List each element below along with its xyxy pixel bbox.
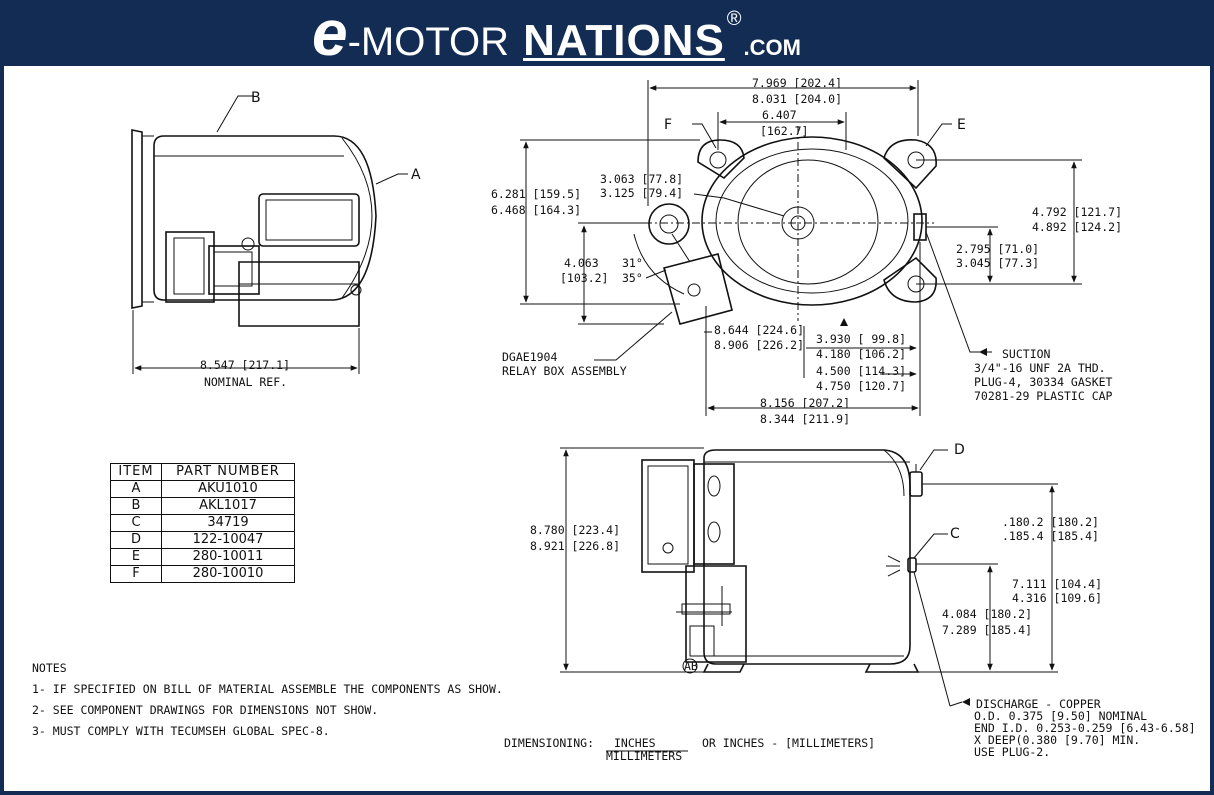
- front-low-2: 7.289 [185.4]: [942, 623, 1032, 637]
- suction-line-3: PLUG-4, 30334 GASKET: [974, 375, 1113, 389]
- suction-offset-1: 2.795 [71.0]: [956, 242, 1039, 256]
- dim-nominal-ref: NOMINAL REF.: [204, 375, 287, 389]
- angle-31: 31°: [622, 256, 643, 270]
- item-cell: A: [110, 480, 162, 498]
- notes-block: NOTES 1- IF SPECIFIED ON BILL OF MATERIA…: [32, 658, 503, 742]
- dimensioning-label: DIMENSIONING:: [504, 736, 594, 750]
- item-cell: B: [110, 497, 162, 515]
- top-height-2: 6.468 [164.3]: [491, 203, 581, 217]
- front-top-2: .185.4 [185.4]: [1002, 529, 1099, 543]
- top-mount-1: 6.407: [762, 108, 797, 122]
- side-view: [131, 95, 408, 374]
- label-e: E: [957, 117, 966, 133]
- relay-name-1: DGAE1904: [502, 350, 557, 364]
- relay-height-2: [103.2]: [560, 271, 608, 285]
- note-item: 1- IF SPECIFIED ON BILL OF MATERIAL ASSE…: [32, 682, 503, 696]
- part-cell: 280-10011: [161, 548, 295, 566]
- top-d-2: 4.750 [120.7]: [816, 379, 906, 393]
- technical-drawing: B A 8.547 [217.1] NOMINAL REF.: [131, 76, 1196, 763]
- label-a: A: [411, 167, 421, 183]
- top-r-2: 8.906 [226.2]: [714, 338, 804, 352]
- logo-nations: NATIONS: [523, 16, 725, 65]
- logo-motor: -MOTOR: [347, 20, 510, 64]
- top-w-2: 8.344 [211.9]: [760, 412, 850, 426]
- dimensioning-alt: OR INCHES - [MILLIMETERS]: [702, 736, 875, 750]
- header-item: ITEM: [110, 463, 162, 481]
- discharge-line-4: X DEEP(0.380 [9.70] MIN.: [974, 733, 1140, 747]
- top-overall-1: 7.969 [202.4]: [752, 76, 842, 90]
- suction-line-4: 70281-29 PLASTIC CAP: [974, 389, 1113, 403]
- label-c: C: [950, 526, 960, 542]
- relay-name-2: RELAY BOX ASSEMBLY: [502, 364, 627, 378]
- top-c-2: 4.180 [106.2]: [816, 347, 906, 361]
- top-overall-2: 8.031 [204.0]: [752, 92, 842, 106]
- top-tc-2: 3.125 [79.4]: [600, 186, 683, 200]
- front-view: [560, 447, 1058, 707]
- item-cell: D: [110, 531, 162, 549]
- suction-offset-2: 3.045 [77.3]: [956, 256, 1039, 270]
- header-part-number: PART NUMBER: [161, 463, 295, 481]
- front-top-1: .180.2 [180.2]: [1002, 515, 1099, 529]
- label-b: B: [251, 90, 261, 106]
- note-item: 3- MUST COMPLY WITH TECUMSEH GLOBAL SPEC…: [32, 724, 330, 738]
- top-right-2: 4.892 [124.2]: [1032, 220, 1122, 234]
- discharge-line-3: END I.D. 0.253-0.259 [6.43-6.58]: [974, 721, 1196, 735]
- dimensioning-mm: MILLIMETERS: [606, 749, 682, 763]
- note-item: 2- SEE COMPONENT DRAWINGS FOR DIMENSIONS…: [32, 703, 379, 717]
- notes-title: NOTES: [32, 661, 67, 675]
- top-r-1: 8.644 [224.6]: [714, 323, 804, 337]
- parts-table-header: ITEM PART NUMBER: [110, 463, 295, 481]
- top-height-1: 6.281 [159.5]: [491, 187, 581, 201]
- part-cell: AKL1017: [161, 497, 295, 515]
- item-cell: F: [110, 565, 162, 583]
- part-cell: AKU1010: [161, 480, 295, 498]
- item-cell: E: [110, 548, 162, 566]
- item-cell: C: [110, 514, 162, 532]
- front-right-1: 7.111 [104.4]: [1012, 577, 1102, 591]
- top-right-1: 4.792 [121.7]: [1032, 205, 1122, 219]
- front-height-1: 8.780 [223.4]: [530, 523, 620, 537]
- discharge-line-1: DISCHARGE - COPPER: [976, 697, 1101, 711]
- top-d-1: 4.500 [114.3]: [816, 364, 906, 378]
- front-right-2: 4.316 [109.6]: [1012, 591, 1102, 605]
- logo-registered: ®: [726, 8, 742, 30]
- discharge-line-5: USE PLUG-2.: [974, 745, 1050, 759]
- top-tc-1: 3.063 [77.8]: [600, 172, 683, 186]
- suction-line-2: 3/4"-16 UNF 2A THD.: [974, 361, 1106, 375]
- brand-header: e -MOTOR NATIONS ® .COM: [0, 0, 1214, 66]
- part-cell: 34719: [161, 514, 295, 532]
- logo-com: .COM: [743, 35, 801, 60]
- ab-mark: AB: [684, 659, 698, 673]
- logo-e: e: [312, 0, 348, 69]
- angle-35: 35°: [622, 271, 643, 285]
- label-f: F: [664, 117, 672, 133]
- dim-8-547: 8.547 [217.1]: [200, 358, 290, 372]
- suction-line-1: SUCTION: [1002, 347, 1051, 361]
- discharge-line-2: O.D. 0.375 [9.50] NOMINAL: [974, 709, 1147, 723]
- top-view: [520, 80, 1082, 416]
- top-mount-2: [162.7]: [760, 124, 808, 138]
- drawing-sheet: B A 8.547 [217.1] NOMINAL REF.: [4, 66, 1210, 791]
- part-cell: 280-10010: [161, 565, 295, 583]
- label-d: D: [954, 442, 965, 458]
- dimensioning-inches: INCHES: [614, 736, 656, 750]
- brand-logo[interactable]: e -MOTOR NATIONS ® .COM: [312, 0, 801, 69]
- front-height-2: 8.921 [226.8]: [530, 539, 620, 553]
- top-w-1: 8.156 [207.2]: [760, 396, 850, 410]
- front-low-1: 4.084 [180.2]: [942, 607, 1032, 621]
- top-c-1: 3.930 [ 99.8]: [816, 332, 906, 346]
- part-cell: 122-10047: [161, 531, 295, 549]
- relay-height-1: 4.063: [564, 256, 599, 270]
